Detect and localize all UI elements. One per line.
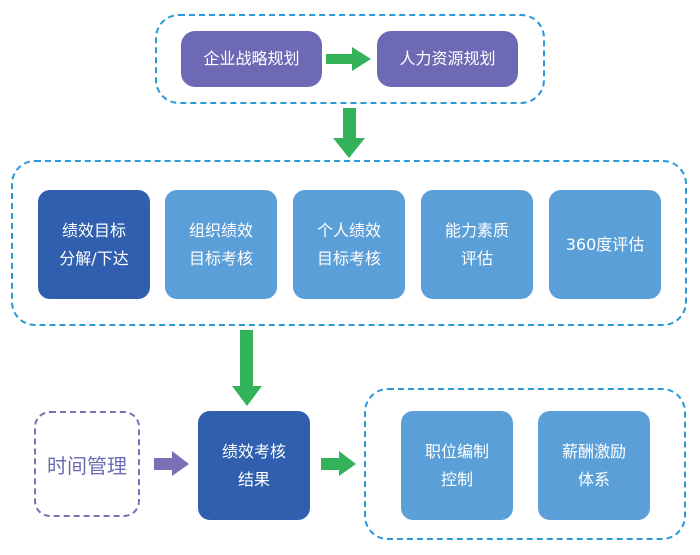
top-group-frame <box>155 14 545 104</box>
hr-planning-node: 人力资源规划 <box>377 31 518 87</box>
strategy-planning-node: 企业战略规划 <box>181 31 322 87</box>
arrow-middle-to-result <box>232 330 262 406</box>
personal-performance-node: 个人绩效 目标考核 <box>293 190 405 299</box>
arrow-time-to-result <box>154 451 189 476</box>
bottom-right-group-frame <box>364 388 686 540</box>
salary-incentive-node: 薪酬激励 体系 <box>538 411 650 520</box>
org-performance-node: 组织绩效 目标考核 <box>165 190 277 299</box>
time-management-frame <box>34 411 140 517</box>
competency-assessment-node: 能力素质 评估 <box>421 190 533 299</box>
360-evaluation-node: 360度评估 <box>549 190 661 299</box>
goal-decomposition-node: 绩效目标 分解/下达 <box>38 190 150 299</box>
middle-group-frame <box>11 160 687 326</box>
time-management-label: 时间管理 <box>47 453 127 478</box>
arrow-top-to-middle <box>333 108 365 158</box>
arrow-strategy-to-hr <box>326 47 371 71</box>
arrow-result-to-outcomes <box>321 451 356 476</box>
position-control-node: 职位编制 控制 <box>401 411 513 520</box>
performance-result-node: 绩效考核 结果 <box>198 411 310 520</box>
